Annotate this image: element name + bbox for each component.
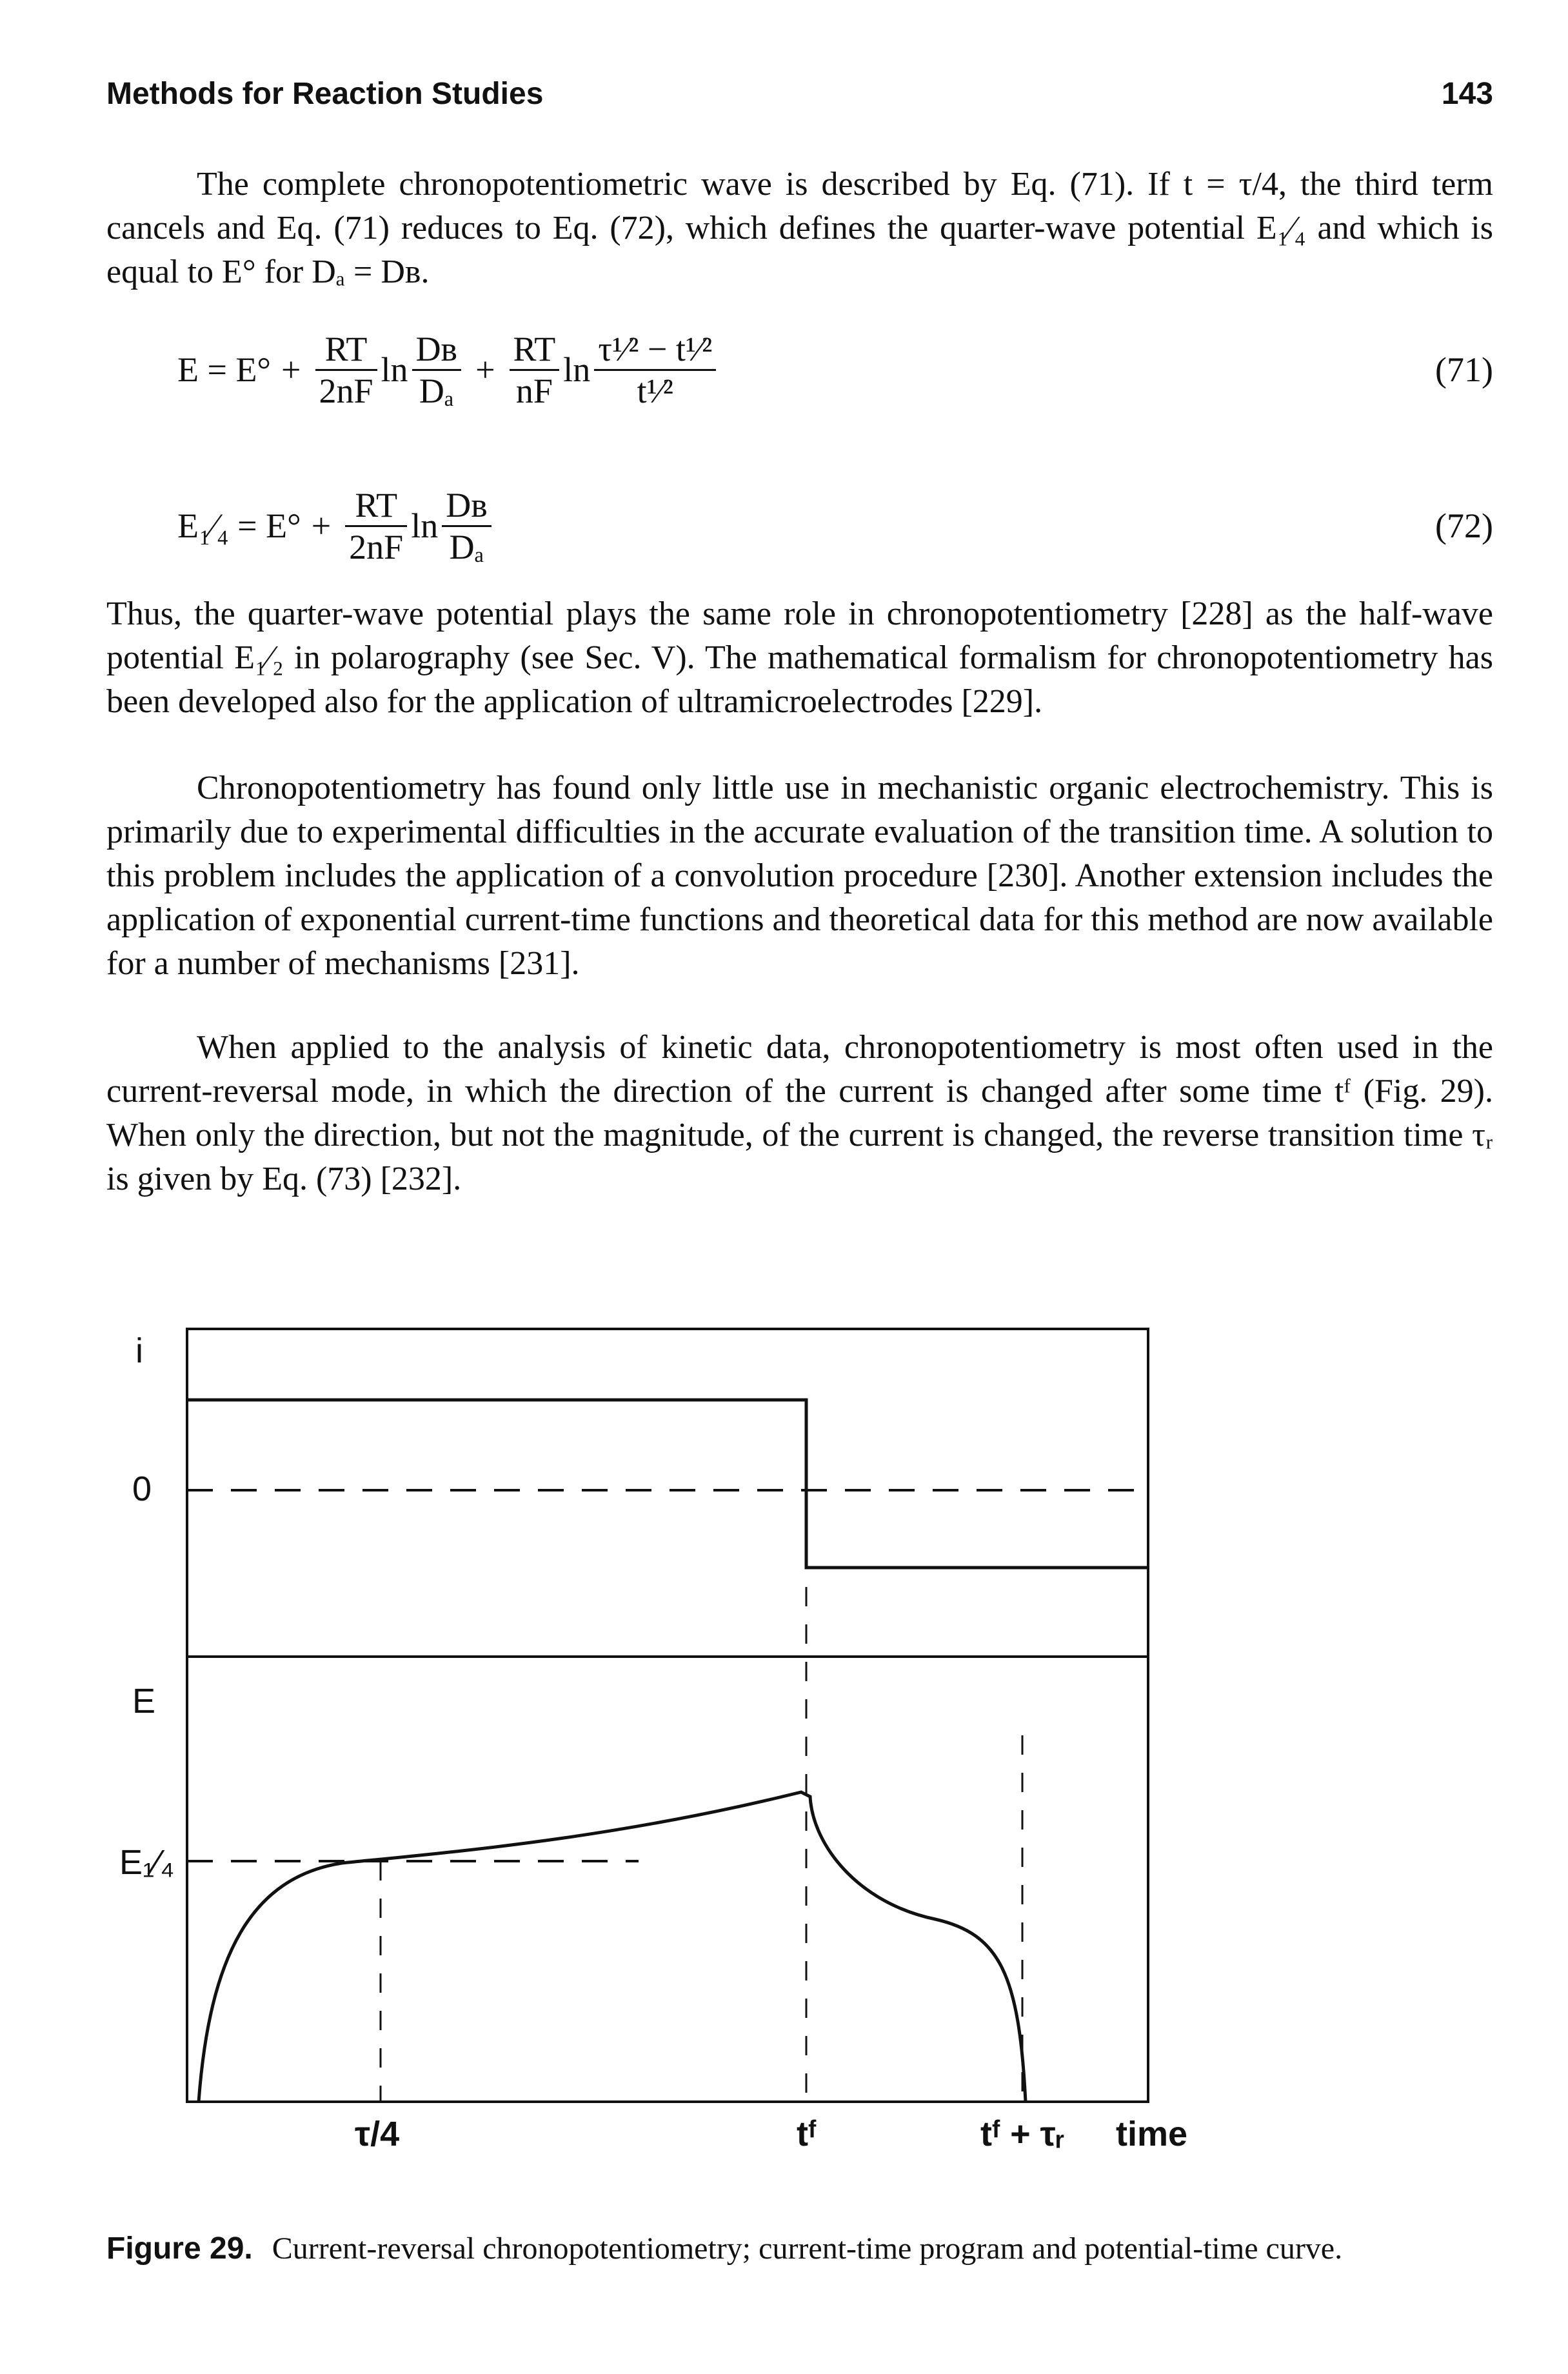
figure-29-plot: i 0 E E₁⁄₄ τ/4 tᶠ tᶠ + τᵣ time [119,1328,1187,2148]
running-head: Methods for Reaction Studies 143 [106,76,1493,121]
potential-time-curve [197,1790,1027,2102]
figure-29: i 0 E E₁⁄₄ τ/4 tᶠ tᶠ + τᵣ time [97,1310,1245,2148]
paragraph-4-text: When applied to the analysis of kinetic … [106,1029,1493,1197]
label-zero: 0 [132,1470,152,1508]
eq71-number: (71) [1435,350,1493,389]
label-E14: E₁⁄₄ [119,1843,174,1882]
figure-caption: Figure 29. Current-reversal chronopotenti… [106,2231,1525,2266]
paragraph-3-text: Chronopotentiometry has found only littl… [106,770,1493,982]
potential-panel-frame [186,1655,1149,2103]
caption-label: Figure 29. [106,2231,253,2266]
eq72-ln1: ln [411,506,439,545]
label-i: i [135,1332,143,1370]
caption-text: Current-reversal chronopotentiometry; cu… [272,2231,1343,2266]
eq71-ln2: ln [563,350,591,389]
eq72-frac1: RT 2nF [345,485,408,567]
page-number: 143 [1441,77,1493,111]
eq71-frac2: Dʙ Dₐ [412,329,462,411]
eq72-frac2: Dʙ Dₐ [442,485,491,567]
paragraph-4: When applied to the analysis of kinetic … [106,1026,1493,1201]
label-E: E [132,1682,155,1721]
eq71-frac4: τ¹⁄² − t¹⁄² t¹⁄² [594,329,717,411]
eq71-ln1: ln [381,350,408,389]
eq71-frac1: RT 2nF [315,329,377,411]
eq71-frac3: RT nF [509,329,560,411]
eq72-lhs: E₁⁄₄ = E° [177,506,301,545]
paragraph-1: The complete chronopotentiometric wave i… [106,163,1493,294]
label-tf: tᶠ [797,2115,817,2148]
paragraph-2: Thus, the quarter-wave potential plays t… [106,592,1493,724]
eq71-lhs: E = E° [177,350,272,389]
label-tau4: τ/4 [355,2115,399,2148]
label-tf-tr: tᶠ + τᵣ [980,2115,1064,2148]
current-panel-frame [186,1328,1149,1658]
paragraph-1-text: The complete chronopotentiometric wave i… [106,166,1493,290]
label-time: time [1116,2115,1187,2148]
running-head-title: Methods for Reaction Studies [106,77,544,111]
current-program-line [187,1398,1148,1570]
paragraph-2-text: Thus, the quarter-wave potential plays t… [106,595,1493,720]
eq72-number: (72) [1435,506,1493,545]
equation-71: E = E° + RT 2nF ln Dʙ Dₐ + RT nF ln τ¹⁄²… [177,329,1493,411]
paragraph-3: Chronopotentiometry has found only littl… [106,766,1493,986]
equation-72: E₁⁄₄ = E° + RT 2nF ln Dʙ Dₐ (72) [177,485,1493,567]
